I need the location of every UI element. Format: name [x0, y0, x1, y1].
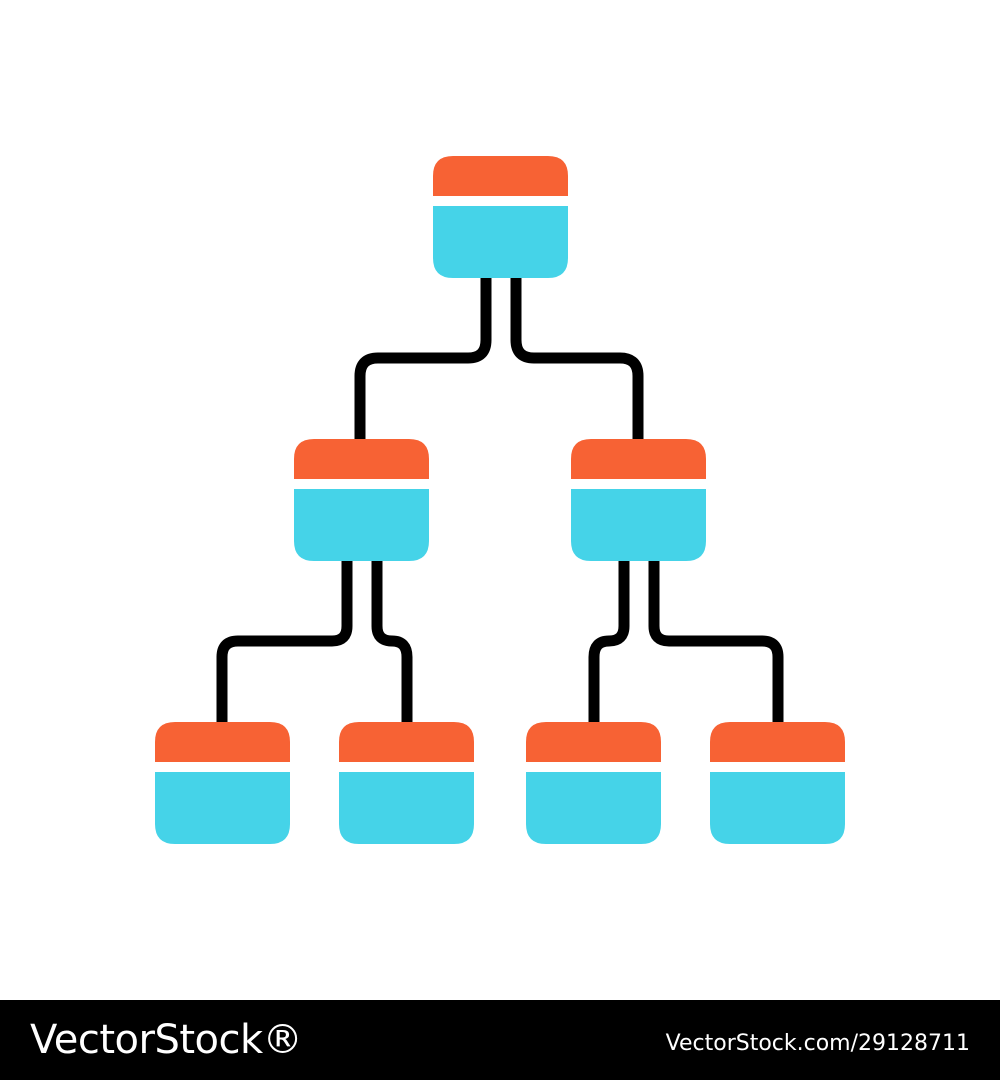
connector-root-right — [510, 278, 644, 440]
connector-root-left — [354, 278, 492, 440]
watermark-brand: VectorStock® — [30, 1017, 303, 1063]
connector-left-leaf2 — [371, 560, 413, 722]
node-leaf-4 — [710, 722, 845, 844]
watermark-url-id: VectorStock.com/29128711 — [665, 1031, 970, 1056]
node-root — [433, 156, 568, 278]
node-child-right — [571, 439, 706, 561]
node-child-left — [294, 439, 429, 561]
connectors — [216, 278, 784, 722]
watermark-bar: VectorStock® VectorStock.com/29128711 — [0, 1000, 1000, 1080]
connector-right-leaf3 — [588, 560, 630, 722]
node-leaf-2 — [339, 722, 474, 844]
hierarchy-diagram — [155, 156, 845, 844]
node-leaf-3 — [526, 722, 661, 844]
connector-left-leaf1 — [216, 560, 353, 722]
node-leaf-1 — [155, 722, 290, 844]
nodes — [155, 156, 845, 844]
connector-right-leaf4 — [648, 560, 784, 722]
